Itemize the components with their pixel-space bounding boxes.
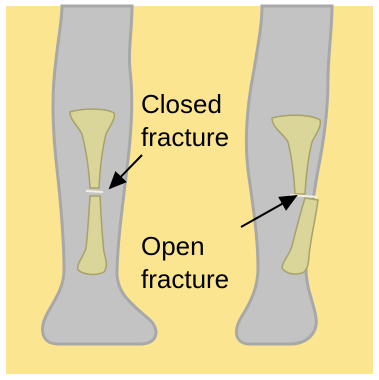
left-fracture-line: [86, 191, 103, 192]
closed-label-line1: Closed: [141, 89, 222, 119]
open-label-line1: Open: [141, 231, 205, 261]
open-label-line2: fracture: [141, 264, 229, 294]
closed-label-line2: fracture: [141, 122, 229, 152]
